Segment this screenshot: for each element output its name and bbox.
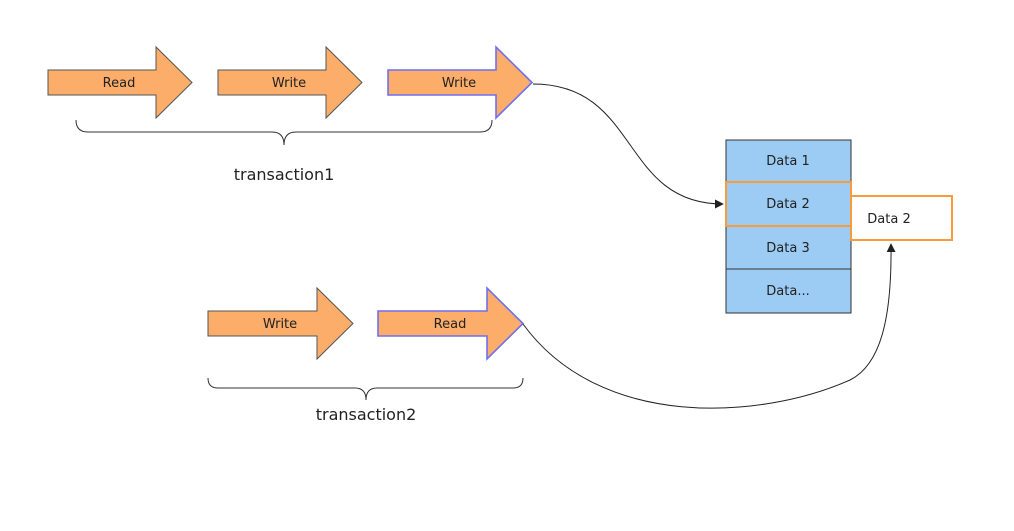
t1-op-3-label: Write xyxy=(442,76,476,91)
t2-op-2-shape xyxy=(377,286,525,361)
connector-t2-read-to-copy xyxy=(522,243,896,409)
t2-op-1-write: Write xyxy=(207,286,354,361)
data-copy-box: Data 2 xyxy=(850,195,953,241)
t1-op-3-write-highlighted: Write xyxy=(387,45,534,120)
t1-op-1-label: Read xyxy=(103,76,136,91)
t1-op-2-shape xyxy=(217,45,363,120)
storage-cell-1 xyxy=(725,139,852,183)
connector-t1-write-to-data2 xyxy=(532,83,724,209)
t1-label: transaction1 xyxy=(234,165,335,184)
t1-brace xyxy=(75,119,493,146)
storage-cell-4-label: Data... xyxy=(766,284,809,299)
t2-op-2-read-highlighted: Read xyxy=(377,286,525,361)
storage-cell-3 xyxy=(725,225,852,270)
t1-op-1-shape xyxy=(47,45,193,120)
t2-op-1-shape xyxy=(207,286,354,361)
t1-op-1-read: Read xyxy=(47,45,193,120)
storage-cell-2 xyxy=(725,181,852,227)
storage-cell-3-label: Data 3 xyxy=(766,241,809,256)
data-copy-rect xyxy=(850,195,953,241)
storage-cell-2-label: Data 2 xyxy=(766,197,809,212)
t2-op-2-label: Read xyxy=(434,317,467,332)
storage-table: Data 1 Data 3 Data... Data 2 xyxy=(725,139,852,314)
data-copy-label: Data 2 xyxy=(867,212,910,227)
storage-cell-1-label: Data 1 xyxy=(766,154,809,169)
t2-op-1-label: Write xyxy=(263,317,297,332)
t2-label: transaction2 xyxy=(316,405,417,424)
t2-brace xyxy=(207,377,524,401)
t1-op-2-label: Write xyxy=(272,76,306,91)
storage-cell-4 xyxy=(725,268,852,314)
t1-op-2-write: Write xyxy=(217,45,363,120)
t1-op-3-shape xyxy=(387,45,534,120)
